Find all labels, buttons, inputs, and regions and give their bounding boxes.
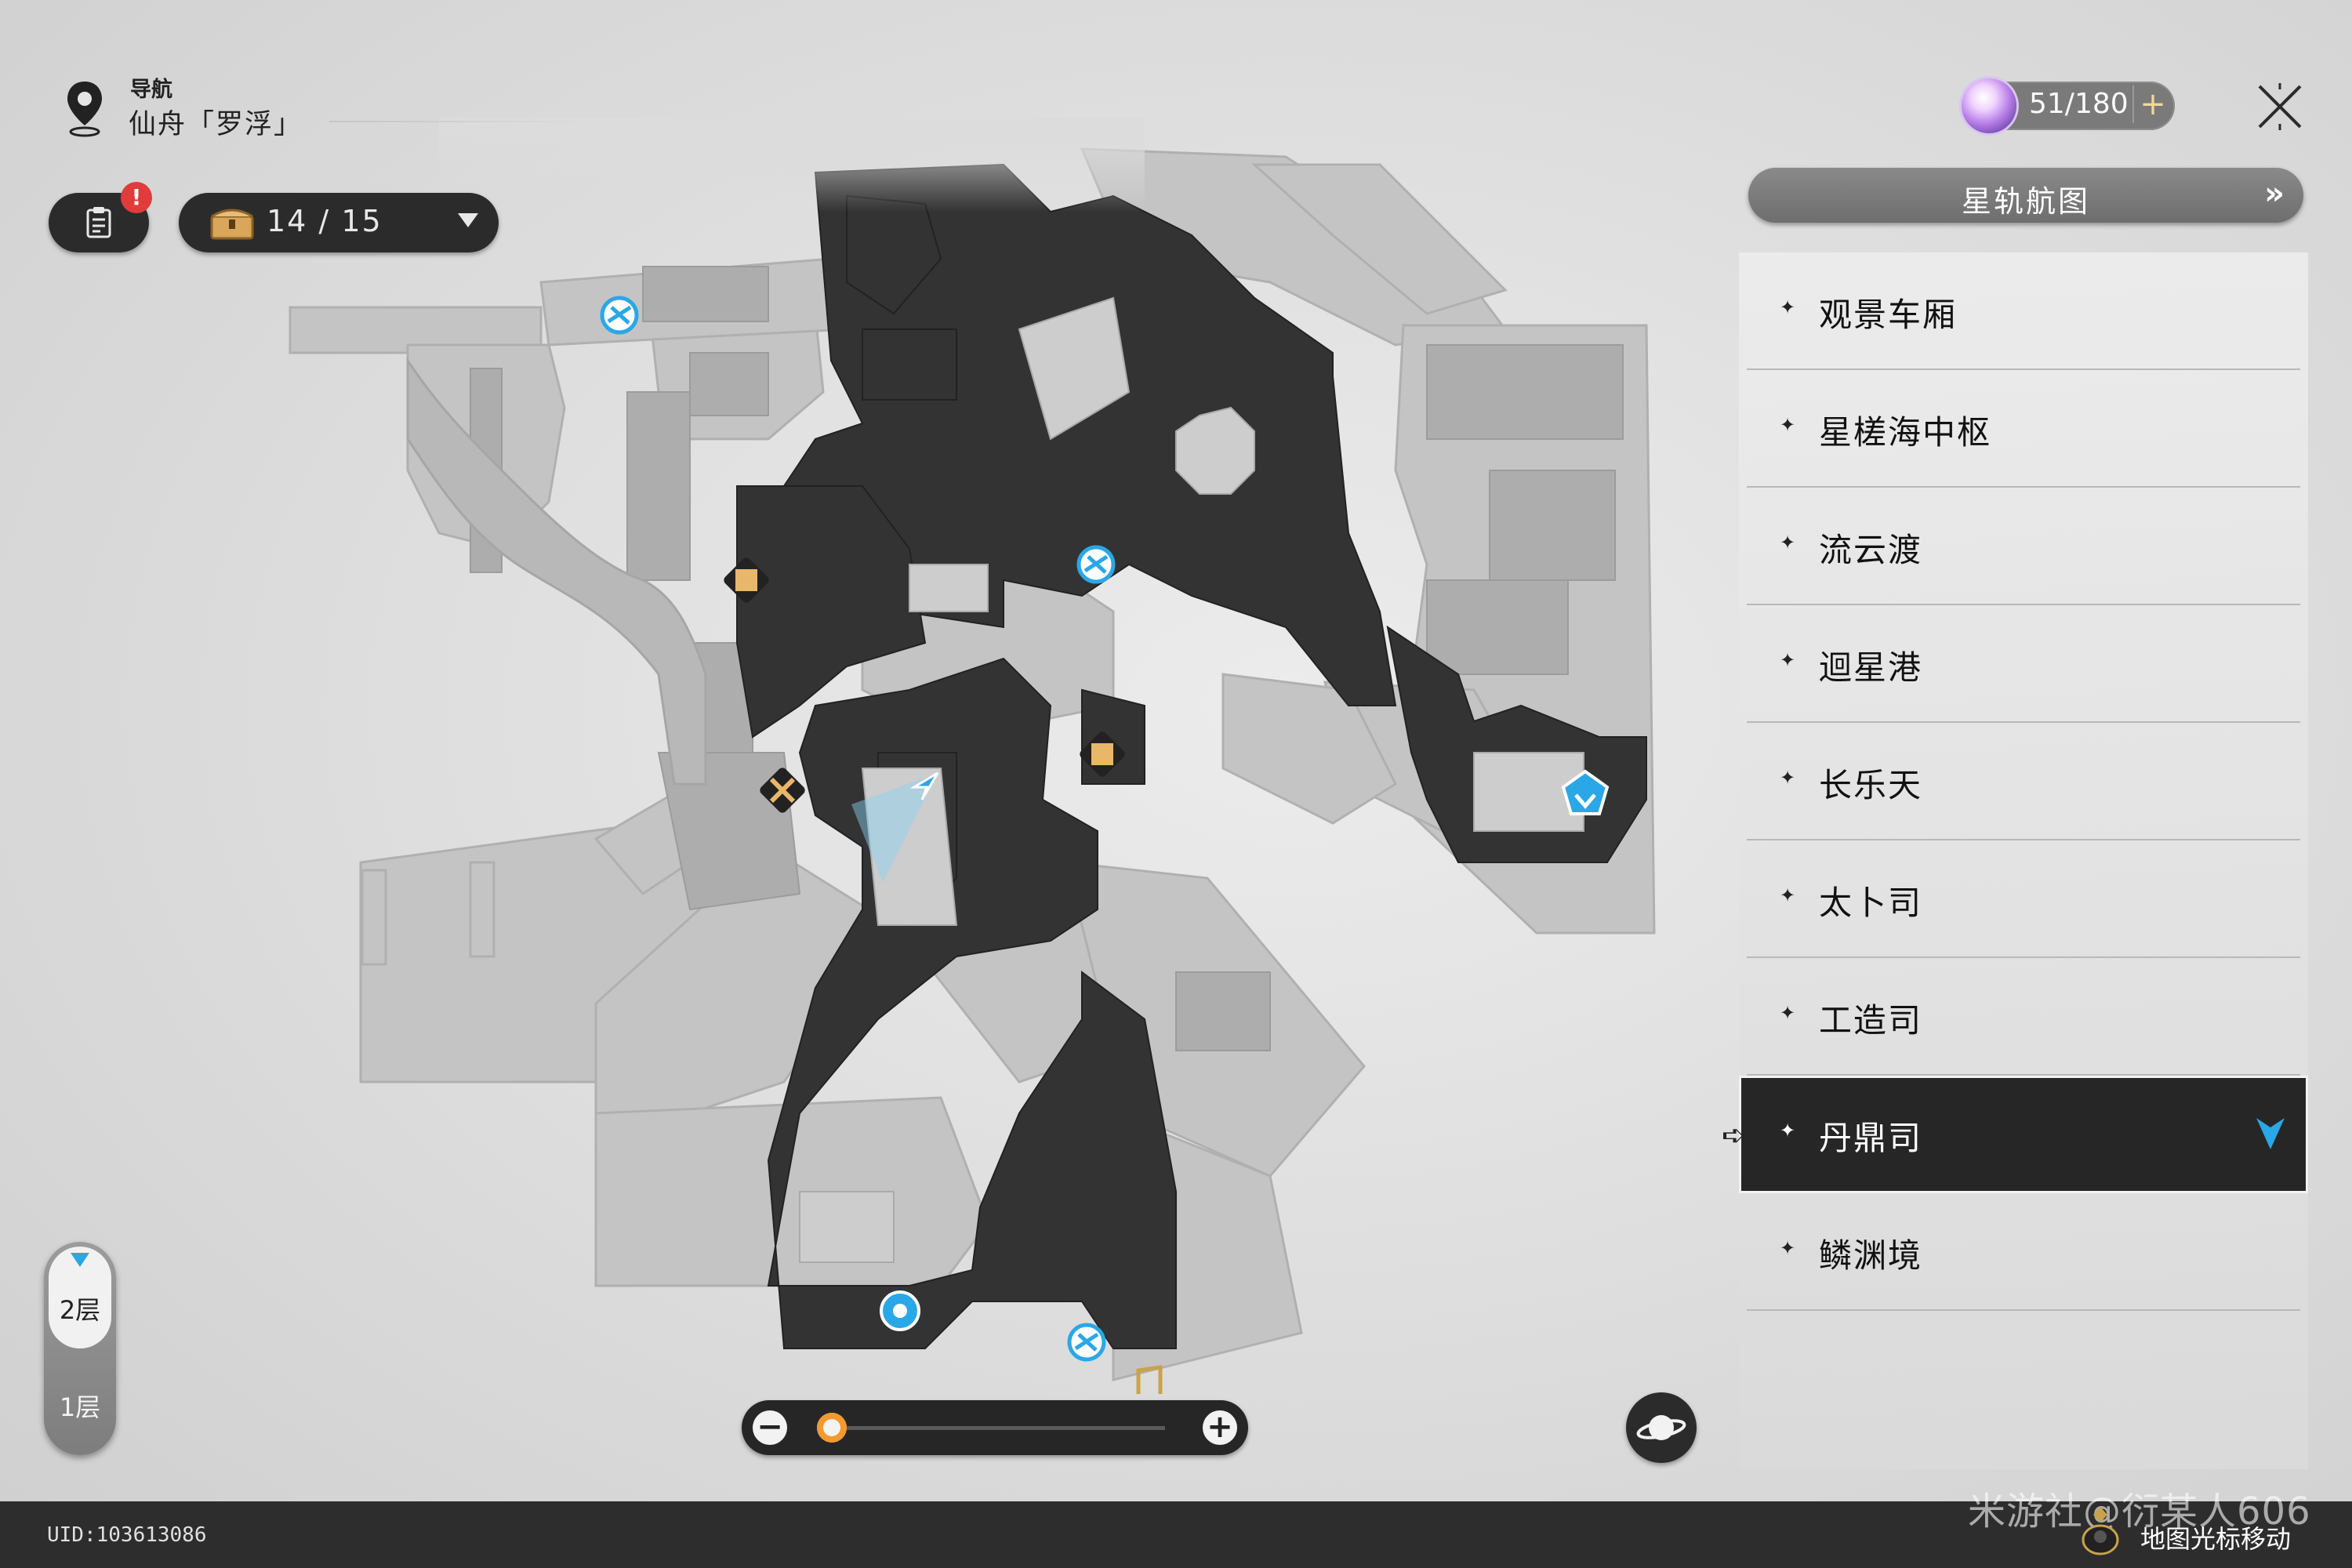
current-floor-marker-icon	[71, 1253, 89, 1267]
area-list-item[interactable]: ✦ 观景车厢	[1739, 252, 2308, 370]
area-list-item[interactable]: ✦ 丹鼎司	[1739, 1076, 2308, 1193]
list-divider	[1747, 956, 2300, 958]
list-divider	[1747, 721, 2300, 723]
area-list-item-label: 丹鼎司	[1819, 1119, 1923, 1157]
puzzle-icon[interactable]	[722, 556, 771, 604]
area-list-item-label: 流云渡	[1819, 531, 1923, 569]
trailblaze-power-value: 51/180	[2029, 88, 2129, 120]
header-divider	[329, 121, 596, 122]
list-divider	[1747, 1074, 2300, 1076]
footer-bar: UID:103613086	[0, 1501, 2352, 1568]
trailblaze-power-meter: 51/180 +	[1962, 78, 2175, 133]
sparkle-icon: ✦	[1780, 414, 1796, 436]
list-divider	[1747, 368, 2300, 370]
space-anchor-icon[interactable]	[600, 296, 639, 335]
treasure-chest-filter-dropdown[interactable]: 14 / 15	[179, 193, 499, 252]
location-pin-icon	[67, 82, 102, 137]
trailblaze-power-icon	[1962, 78, 2016, 133]
alert-badge: !	[121, 182, 152, 213]
area-list: ✦ 观景车厢 ✦ 星槎海中枢 ✦ 流云渡 ✦ 迴星港 ✦ 长乐天 ✦ 太卜司 ✦ 工造司 ✦ 丹鼎司 ✦ 鳞渊境	[1739, 252, 2308, 1469]
sparkle-icon: ✦	[1780, 532, 1796, 554]
zoom-slider-knob[interactable]	[817, 1413, 847, 1443]
space-anchor-icon[interactable]	[1067, 1323, 1106, 1362]
zoom-out-button[interactable]: −	[753, 1410, 787, 1445]
area-list-item[interactable]: ✦ 长乐天	[1739, 723, 2308, 840]
watermark: 米游社@衍某人606	[1968, 1490, 2311, 1534]
star-rail-map-label: 星轨航图	[1961, 184, 2090, 219]
space-anchor-icon[interactable]	[1076, 545, 1116, 584]
sparkle-icon: ✦	[1780, 1002, 1796, 1024]
area-list-item-label: 迴星港	[1819, 648, 1923, 687]
location-name: 仙舟「罗浮」	[129, 109, 303, 140]
planet-icon	[1636, 1415, 1686, 1440]
vendor-icon[interactable]	[880, 1290, 920, 1331]
puzzle-icon[interactable]	[1078, 730, 1127, 779]
area-list-item[interactable]: ✦ 鳞渊境	[1739, 1193, 2308, 1311]
sparkle-icon: ✦	[1780, 767, 1796, 789]
floor-label-2: 2层	[59, 1295, 101, 1325]
player-arrow-icon	[851, 771, 939, 883]
area-list-item-label: 太卜司	[1819, 884, 1923, 922]
area-list-item-label: 星槎海中枢	[1819, 413, 1992, 452]
current-location-marker-icon	[2256, 1118, 2285, 1149]
navigation-header: 导航 仙舟「罗浮」	[55, 72, 596, 151]
list-divider	[1747, 1309, 2300, 1311]
area-list-item-label: 长乐天	[1819, 766, 1923, 804]
zoom-track[interactable]	[828, 1426, 1165, 1430]
chest-count: 14 / 15	[267, 204, 383, 238]
joystick-icon	[2082, 1507, 2119, 1555]
area-list-item[interactable]: ✦ 太卜司	[1739, 840, 2308, 958]
clipboard-icon	[86, 207, 111, 238]
navigation-caption: 导航	[130, 78, 172, 102]
area-list-item[interactable]: ✦ 流云渡	[1739, 488, 2308, 605]
planet-view-button[interactable]	[1626, 1392, 1697, 1463]
list-divider	[1747, 839, 2300, 840]
area-list-item-label: 工造司	[1819, 1001, 1923, 1040]
map-plazas	[799, 296, 1584, 1263]
selection-pointer-icon: ➪	[1722, 1120, 1746, 1152]
add-power-button[interactable]: +	[2132, 85, 2172, 123]
map-canvas[interactable]	[0, 0, 2352, 1501]
floor-button-1[interactable]: 1层	[59, 1392, 101, 1422]
floor-button-2[interactable]: 2层	[49, 1247, 111, 1348]
floor-switcher: 2层 1层	[44, 1242, 116, 1455]
user-id: UID:103613086	[47, 1523, 207, 1547]
sparkle-icon: ✦	[1780, 649, 1796, 671]
area-list-item-label: 观景车厢	[1819, 296, 1958, 334]
door-icon[interactable]	[1136, 1365, 1163, 1394]
map-top-fade	[439, 118, 1145, 212]
zoom-control: − +	[742, 1400, 1248, 1455]
list-divider	[1747, 486, 2300, 488]
crossed-swords-icon[interactable]	[758, 766, 807, 815]
treasure-chest-icon	[210, 209, 254, 240]
calyx-icon[interactable]	[1561, 769, 1610, 815]
sparkle-icon: ✦	[1780, 884, 1796, 906]
map-river	[406, 357, 707, 786]
cursor-move-hint: 地图光标移动	[2140, 1524, 2292, 1554]
close-icon[interactable]	[2255, 82, 2305, 132]
zoom-in-button[interactable]: +	[1203, 1410, 1237, 1445]
sparkle-icon: ✦	[1780, 1237, 1796, 1259]
area-list-item[interactable]: ✦ 工造司	[1739, 958, 2308, 1076]
sparkle-icon: ✦	[1780, 296, 1796, 318]
sparkle-icon: ✦	[1780, 1120, 1796, 1142]
area-list-item[interactable]: ✦ 迴星港	[1739, 605, 2308, 723]
list-divider	[1747, 604, 2300, 605]
area-list-item-label: 鳞渊境	[1819, 1236, 1923, 1275]
double-chevron-right-icon: »	[2264, 176, 2285, 212]
star-rail-map-button[interactable]: 星轨航图 »	[1748, 168, 2303, 223]
chevron-down-icon	[458, 213, 478, 227]
area-list-item[interactable]: ✦ 星槎海中枢	[1739, 370, 2308, 488]
